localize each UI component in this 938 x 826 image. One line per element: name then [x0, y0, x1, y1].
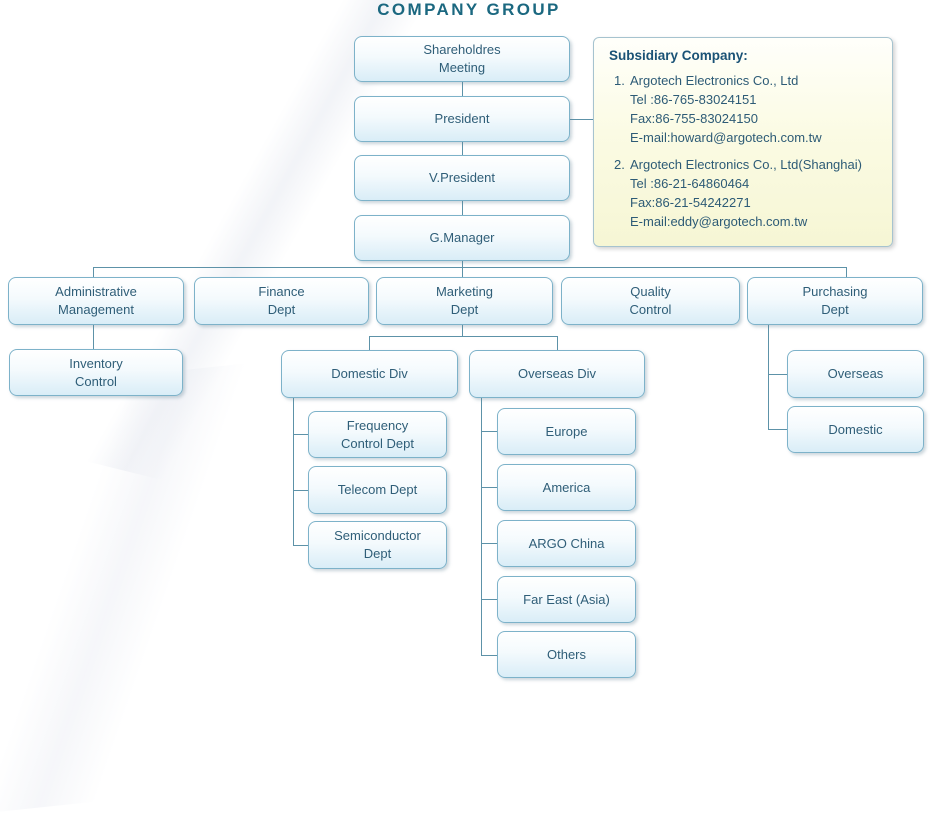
subsidiary-panel-heading: Subsidiary Company:: [609, 48, 748, 63]
org-node-quality-control: Quality Control: [561, 277, 740, 325]
org-node-finance-dept: Finance Dept: [194, 277, 369, 325]
org-node-america: America: [497, 464, 636, 511]
connector-line: [481, 599, 497, 600]
org-node-semiconductor-dept: Semiconductor Dept: [308, 521, 447, 569]
company-tel: Tel :86-21-64860464: [630, 176, 750, 191]
page-title: COMPANY GROUP: [377, 0, 561, 19]
org-node-overseas-div: Overseas Div: [469, 350, 645, 398]
org-node-argo-china: ARGO China: [497, 520, 636, 567]
company-number: 2.: [614, 157, 625, 172]
connector-line: [462, 142, 463, 155]
connector-line: [293, 398, 294, 545]
org-node-v-president: V.President: [354, 155, 570, 201]
connector-line: [93, 267, 94, 277]
connector-line: [93, 325, 94, 349]
org-node-marketing-dept: Marketing Dept: [376, 277, 553, 325]
company-number: 1.: [614, 73, 625, 88]
connector-line: [293, 490, 308, 491]
connector-line: [481, 431, 497, 432]
company-email: E-mail:howard@argotech.com.tw: [630, 130, 822, 145]
connector-line: [481, 487, 497, 488]
org-node-president: President: [354, 96, 570, 142]
subsidiary-company-entry: 1. Argotech Electronics Co., Ltd Tel :86…: [614, 71, 892, 147]
org-node-shareholders-meeting: Shareholdres Meeting: [354, 36, 570, 82]
connector-line: [462, 325, 463, 336]
org-node-domestic-div: Domestic Div: [281, 350, 458, 398]
connector-line: [846, 267, 847, 277]
org-node-others: Others: [497, 631, 636, 678]
org-node-purchasing-overseas: Overseas: [787, 350, 924, 398]
connector-line: [481, 543, 497, 544]
company-name: Argotech Electronics Co., Ltd(Shanghai): [630, 157, 862, 172]
org-node-purchasing-dept: Purchasing Dept: [747, 277, 923, 325]
connector-line: [293, 545, 308, 546]
org-node-europe: Europe: [497, 408, 636, 455]
connector-line: [462, 82, 463, 96]
connector-line: [481, 398, 482, 655]
connector-line: [293, 434, 308, 435]
subsidiary-company-entry: 2. Argotech Electronics Co., Ltd(Shangha…: [614, 155, 892, 231]
connector-line: [369, 336, 370, 350]
connector-line: [481, 655, 497, 656]
company-email: E-mail:eddy@argotech.com.tw: [630, 214, 808, 229]
org-node-purchasing-domestic: Domestic: [787, 406, 924, 453]
org-node-far-east-asia: Far East (Asia): [497, 576, 636, 623]
org-node-inventory-control: Inventory Control: [9, 349, 183, 396]
connector-line: [570, 119, 593, 120]
org-node-frequency-control-dept: Frequency Control Dept: [308, 411, 447, 458]
company-name: Argotech Electronics Co., Ltd: [630, 73, 799, 88]
connector-line: [768, 325, 769, 429]
company-tel: Tel :86-765-83024151: [630, 92, 757, 107]
company-fax: Fax:86-21-54242271: [630, 195, 751, 210]
connector-line: [557, 336, 558, 350]
org-node-g-manager: G.Manager: [354, 215, 570, 261]
connector-line: [93, 267, 846, 268]
connector-line: [462, 261, 463, 277]
org-node-telecom-dept: Telecom Dept: [308, 466, 447, 514]
company-fax: Fax:86-755-83024150: [630, 111, 758, 126]
subsidiary-company-panel: Subsidiary Company: 1. Argotech Electron…: [593, 37, 893, 247]
connector-line: [768, 374, 787, 375]
connector-line: [462, 201, 463, 215]
connector-line: [768, 429, 787, 430]
org-node-administrative-management: Administrative Management: [8, 277, 184, 325]
connector-line: [369, 336, 557, 337]
